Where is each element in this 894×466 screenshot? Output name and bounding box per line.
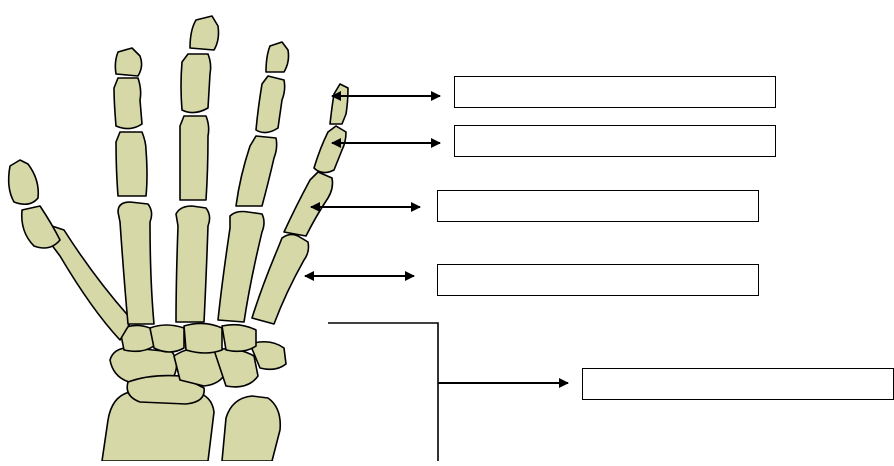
label-box-metacarpal[interactable] bbox=[437, 264, 759, 296]
index-finger-bones bbox=[114, 48, 154, 324]
label-box-proximal-phalanx[interactable] bbox=[437, 190, 759, 222]
hand-skeleton bbox=[9, 16, 348, 461]
label-box-carpals[interactable] bbox=[582, 368, 894, 400]
label-box-middle-phalanx[interactable] bbox=[454, 125, 776, 157]
middle-finger-bones bbox=[176, 16, 219, 322]
ulna-bone bbox=[222, 396, 280, 461]
thumb-bones bbox=[9, 160, 132, 340]
carpal-bones bbox=[110, 323, 286, 404]
bracket-carpals bbox=[328, 323, 438, 461]
label-box-distal-phalanx[interactable] bbox=[454, 76, 776, 108]
